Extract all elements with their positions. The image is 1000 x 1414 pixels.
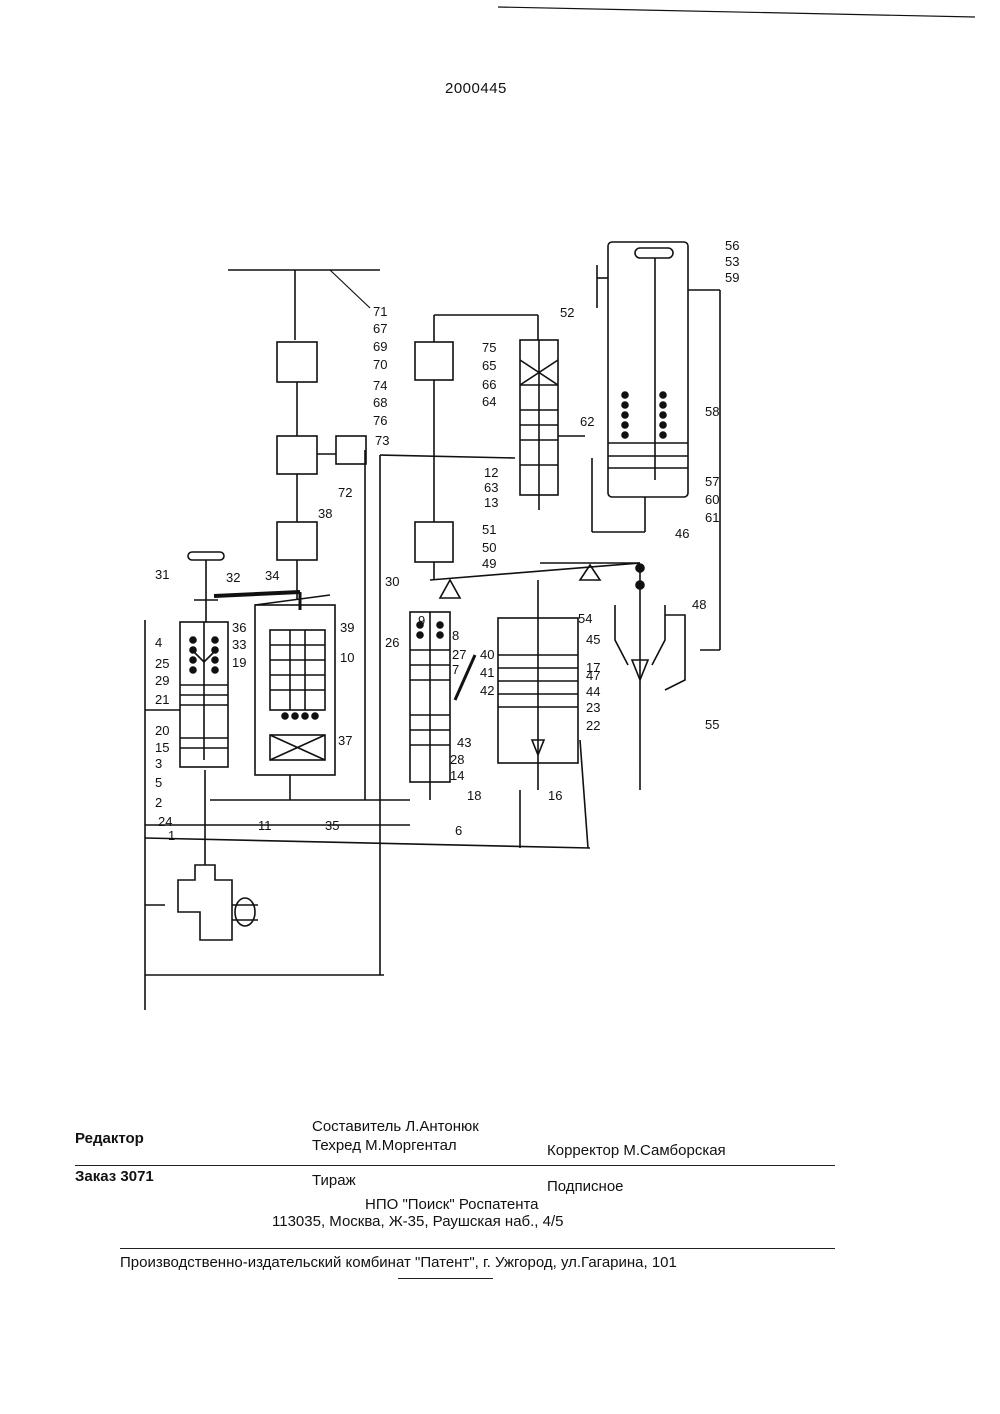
reference-numeral: 48 — [692, 597, 706, 612]
reference-numeral: 43 — [457, 735, 471, 750]
reference-numeral: 20 — [155, 723, 169, 738]
reference-numeral: 68 — [373, 395, 387, 410]
reference-numeral: 49 — [482, 556, 496, 571]
reference-numeral: 27 — [452, 647, 466, 662]
reference-numeral: 47 — [586, 668, 600, 683]
reference-numeral: 63 — [484, 480, 498, 495]
reference-numeral: 16 — [548, 788, 562, 803]
reference-numeral: 55 — [705, 717, 719, 732]
reference-numeral: 71 — [373, 304, 387, 319]
reference-numeral: 59 — [725, 270, 739, 285]
reference-numeral: 34 — [265, 568, 279, 583]
reference-numeral: 67 — [373, 321, 387, 336]
reference-numeral: 69 — [373, 339, 387, 354]
reference-numeral: 8 — [452, 628, 459, 643]
reference-numeral: 4 — [155, 635, 162, 650]
reference-numeral: 65 — [482, 358, 496, 373]
reference-numeral: 75 — [482, 340, 496, 355]
reference-numeral: 25 — [155, 656, 169, 671]
reference-numeral: 24 — [158, 814, 172, 829]
reference-numeral: 22 — [586, 718, 600, 733]
order-number: Заказ 3071 — [75, 1168, 154, 1185]
reference-numeral: 14 — [450, 768, 464, 783]
organization: НПО "Поиск" Роспатента — [365, 1196, 539, 1213]
reference-numeral: 23 — [586, 700, 600, 715]
footer-rule-3 — [398, 1278, 493, 1279]
reference-numeral: 19 — [232, 655, 246, 670]
reference-numeral: 61 — [705, 510, 719, 525]
reference-numeral: 11 — [258, 818, 272, 833]
reference-numeral: 15 — [155, 740, 169, 755]
reference-numeral: 44 — [586, 684, 600, 699]
reference-numeral: 58 — [705, 404, 719, 419]
reference-numeral: 33 — [232, 637, 246, 652]
reference-numeral: 1 — [168, 828, 175, 843]
reference-numeral: 10 — [340, 650, 354, 665]
corrector: Корректор М.Самборская — [547, 1142, 726, 1159]
footer-rule-1 — [75, 1165, 835, 1166]
reference-numeral: 41 — [480, 665, 494, 680]
reference-numeral: 40 — [480, 647, 494, 662]
reference-numeral: 56 — [725, 238, 739, 253]
reference-numeral: 42 — [480, 683, 494, 698]
reference-numeral: 7 — [452, 662, 459, 677]
reference-numeral: 73 — [375, 433, 389, 448]
reference-numeral: 9 — [418, 613, 425, 628]
compiler: Составитель Л.Антонюк — [312, 1118, 479, 1135]
footer-rule-2 — [120, 1248, 835, 1249]
reference-numeral: 62 — [580, 414, 594, 429]
reference-numeral: 50 — [482, 540, 496, 555]
reference-numeral: 32 — [226, 570, 240, 585]
reference-numeral: 46 — [675, 526, 689, 541]
reference-numeral: 72 — [338, 485, 352, 500]
reference-numeral: 2 — [155, 795, 162, 810]
reference-numeral: 64 — [482, 394, 496, 409]
reference-numeral: 74 — [373, 378, 387, 393]
reference-numeral: 6 — [455, 823, 462, 838]
reference-numeral: 45 — [586, 632, 600, 647]
reference-numeral: 21 — [155, 692, 169, 707]
reference-numeral: 18 — [467, 788, 481, 803]
circulation-label: Тираж — [312, 1172, 356, 1189]
subscription-label: Подписное — [547, 1178, 624, 1195]
reference-numeral: 37 — [338, 733, 352, 748]
address: 113035, Москва, Ж-35, Раушская наб., 4/5 — [272, 1213, 564, 1230]
editor-label: Редактор — [75, 1130, 144, 1147]
techred: Техред М.Моргентал — [312, 1137, 457, 1154]
reference-numeral: 12 — [484, 465, 498, 480]
reference-numeral: 38 — [318, 506, 332, 521]
reference-numeral: 39 — [340, 620, 354, 635]
reference-numeral: 5 — [155, 775, 162, 790]
reference-numeral: 35 — [325, 818, 339, 833]
printer-line: Производственно-издательский комбинат "П… — [120, 1254, 677, 1271]
reference-numeral: 76 — [373, 413, 387, 428]
reference-numeral: 30 — [385, 574, 399, 589]
reference-numeral: 31 — [155, 567, 169, 582]
reference-numeral: 66 — [482, 377, 496, 392]
reference-numeral: 54 — [578, 611, 592, 626]
reference-numeral: 28 — [450, 752, 464, 767]
reference-numeral: 29 — [155, 673, 169, 688]
reference-numeral: 26 — [385, 635, 399, 650]
reference-numeral: 13 — [484, 495, 498, 510]
reference-numeral: 51 — [482, 522, 496, 537]
reference-numeral: 52 — [560, 305, 574, 320]
reference-numeral: 57 — [705, 474, 719, 489]
reference-numeral: 60 — [705, 492, 719, 507]
reference-numeral: 36 — [232, 620, 246, 635]
reference-numeral: 3 — [155, 756, 162, 771]
reference-numeral: 70 — [373, 357, 387, 372]
reference-numeral: 53 — [725, 254, 739, 269]
